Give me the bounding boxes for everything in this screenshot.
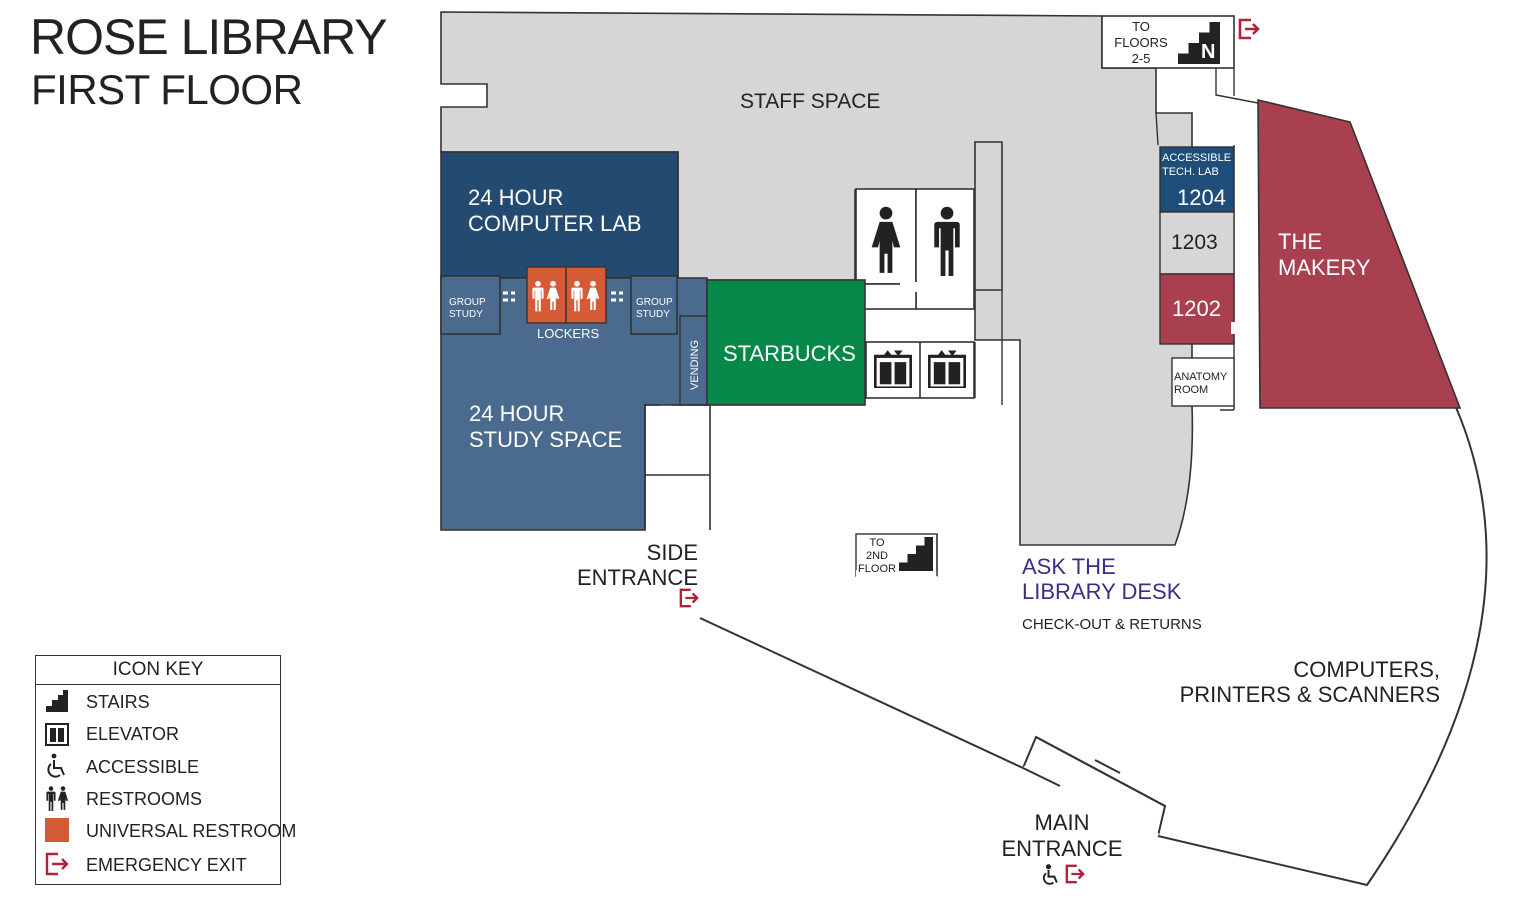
emergency-exit-icon — [45, 852, 69, 876]
emergency-exit-icon — [1065, 864, 1085, 884]
restrooms-icon — [46, 786, 69, 811]
accessible-icon — [47, 753, 65, 778]
label-staff-space: STAFF SPACE — [740, 90, 880, 113]
label-room-1204: 1204 — [1177, 185, 1226, 210]
stairs-icon — [46, 690, 68, 712]
icon-key-label: ELEVATOR — [86, 724, 180, 744]
north-marker: N — [1201, 41, 1215, 63]
label-makery-1: THE — [1278, 229, 1322, 254]
room-1202 — [1159, 273, 1235, 345]
label-ask-desk-2: LIBRARY DESK — [1022, 579, 1182, 604]
icon-key-row-accessible: ACCESSIBLE — [42, 753, 278, 783]
icon-key-label: EMERGENCY EXIT — [86, 855, 247, 875]
label-to-floors-2: FLOORS — [1114, 35, 1168, 50]
label-room-1203: 1203 — [1171, 231, 1218, 254]
label-side-entrance-2: ENTRANCE — [577, 565, 698, 590]
label-room-1202: 1202 — [1172, 296, 1221, 321]
label-group-study-right-2: STUDY — [636, 309, 670, 320]
label-anatomy-2: ROOM — [1174, 384, 1208, 396]
icon-key-row-emergency-exit: EMERGENCY EXIT — [42, 851, 278, 881]
label-study-space-2: STUDY SPACE — [469, 427, 622, 452]
label-to-2nd-2: 2ND — [866, 550, 888, 562]
label-to-2nd-1: TO — [869, 537, 885, 549]
accessible-tech-lab — [1159, 146, 1235, 213]
label-group-study-right-1: GROUP — [636, 297, 673, 308]
starbucks-area — [706, 279, 866, 406]
accessible-icon — [1042, 864, 1058, 885]
map-subtitle: FIRST FLOOR — [31, 66, 303, 113]
computer-lab-area — [440, 151, 679, 279]
label-makery-2: MAKERY — [1278, 255, 1371, 280]
label-computers-2: PRINTERS & SCANNERS — [1180, 682, 1440, 707]
icon-key-label: ACCESSIBLE — [86, 757, 200, 777]
label-anatomy-1: ANATOMY — [1174, 371, 1228, 383]
icon-key-label: UNIVERSAL RESTROOM — [86, 821, 297, 841]
icon-key-label: STAIRS — [86, 692, 150, 712]
label-ask-desk-1: ASK THE — [1022, 554, 1116, 579]
icon-key: ICON KEY STAIRS ELEVATOR ACCESSIBLE REST… — [35, 655, 296, 885]
building-outline — [699, 404, 1488, 887]
label-group-study-left-2: STUDY — [449, 309, 483, 320]
elevator-icon — [45, 723, 69, 746]
label-group-study-left-1: GROUP — [449, 297, 486, 308]
label-side-entrance-1: SIDE — [647, 540, 698, 565]
label-lockers: LOCKERS — [537, 326, 599, 341]
emergency-exit-icon — [679, 588, 699, 608]
group-study-left — [440, 275, 501, 335]
icon-key-row-restrooms: RESTROOMS — [42, 785, 278, 815]
label-checkout: CHECK-OUT & RETURNS — [1022, 616, 1202, 633]
icon-key-row-universal-restroom: UNIVERSAL RESTROOM — [42, 817, 296, 847]
makery-area — [1257, 98, 1462, 409]
group-study-right — [630, 275, 678, 335]
label-computer-lab-2: COMPUTER LAB — [468, 211, 642, 236]
label-main-entrance-2: ENTRANCE — [1001, 836, 1122, 861]
vending-area — [679, 315, 708, 406]
label-to-2nd-3: FLOOR — [858, 563, 896, 575]
label-main-entrance-1: MAIN — [1035, 810, 1090, 835]
label-tech-lab-1: ACCESSIBLE — [1162, 152, 1231, 164]
anatomy-room — [1171, 357, 1235, 407]
label-computer-lab-1: 24 HOUR — [468, 185, 563, 210]
label-vending: VENDING — [689, 340, 701, 390]
label-to-floors-3: 2-5 — [1132, 51, 1151, 66]
universal-restroom-icon — [45, 818, 69, 842]
icon-key-row-stairs: STAIRS — [42, 688, 278, 718]
icon-key-label: RESTROOMS — [86, 789, 203, 809]
emergency-exit-icon — [1238, 18, 1260, 40]
label-tech-lab-2: TECH. LAB — [1162, 166, 1219, 178]
label-to-floors-1: TO — [1132, 19, 1150, 34]
icon-key-row-elevator: ELEVATOR — [42, 720, 278, 750]
map-title: ROSE LIBRARY — [30, 9, 388, 65]
label-computers-1: COMPUTERS, — [1293, 657, 1440, 682]
label-starbucks: STARBUCKS — [723, 341, 856, 366]
icon-key-title: ICON KEY — [36, 656, 280, 685]
label-study-space-1: 24 HOUR — [469, 401, 564, 426]
